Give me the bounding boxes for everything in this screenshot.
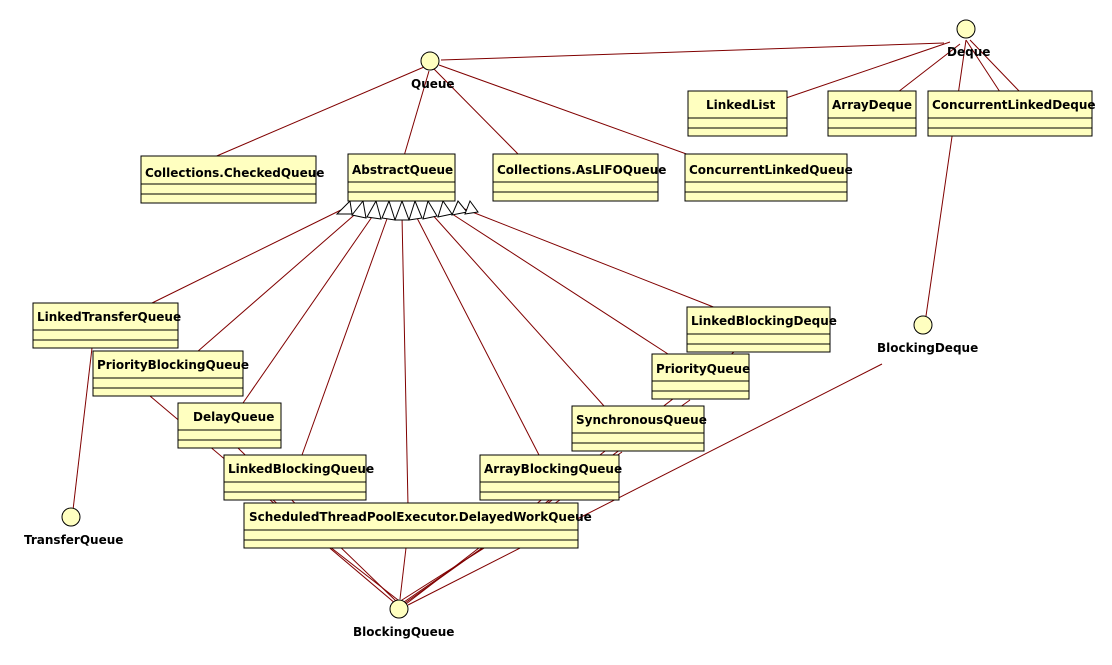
class-linked-transfer-queue[interactable]: LinkedTransferQueue (32, 302, 181, 349)
arrowhead-5 (394, 199, 410, 221)
class-linked-blocking-queue[interactable]: LinkedBlockingQueue (223, 454, 374, 501)
arrowhead-6 (408, 199, 423, 221)
class-array-blocking-queue[interactable]: ArrayBlockingQueue (479, 454, 622, 501)
class-name: LinkedBlockingQueue (228, 462, 374, 476)
class-name: PriorityBlockingQueue (97, 358, 249, 372)
class-name: ArrayDeque (832, 98, 912, 112)
edge-linkedblockingdeque-abstractqueue (461, 207, 717, 309)
class-name: SynchronousQueue (576, 413, 707, 427)
class-collections-checked-queue[interactable]: Collections.CheckedQueue (140, 155, 324, 204)
edge-priorityblockingqueue-abstractqueue (196, 209, 361, 353)
class-name: PriorityQueue (656, 362, 750, 376)
edge-scheduledqueue-blockingqueue (399, 547, 407, 600)
class-name: AbstractQueue (352, 163, 453, 177)
interface-transfer-queue[interactable]: TransferQueue (24, 507, 123, 547)
edge-queue-concurrentlinkedqueue (438, 64, 693, 157)
class-name: LinkedBlockingDeque (691, 314, 837, 328)
class-collections-aslifo-queue[interactable]: Collections.AsLIFOQueue (492, 153, 666, 202)
class-array-deque[interactable]: ArrayDeque (827, 90, 917, 137)
class-concurrent-linked-deque[interactable]: ConcurrentLinkedDeque (927, 90, 1096, 137)
class-priority-blocking-queue[interactable]: PriorityBlockingQueue (92, 350, 249, 397)
interface-deque[interactable]: Deque (947, 19, 990, 59)
arrowhead-10 (464, 199, 479, 215)
class-name: ConcurrentLinkedDeque (932, 98, 1096, 112)
class-abstract-queue[interactable]: AbstractQueue (347, 153, 456, 202)
class-scheduled-delayed-work-queue[interactable]: ScheduledThreadPoolExecutor.DelayedWorkQ… (243, 502, 592, 549)
edge-scheduledqueue-abstractqueue (401, 215, 409, 506)
interface-name: BlockingQueue (353, 625, 454, 639)
interface-name: BlockingDeque (877, 341, 978, 355)
class-linked-blocking-deque[interactable]: LinkedBlockingDeque (686, 306, 837, 353)
edge-deque-concurrentlinkeddeque-2 (969, 39, 1021, 93)
interface-name: Queue (411, 77, 455, 91)
class-name: ScheduledThreadPoolExecutor.DelayedWorkQ… (249, 510, 592, 524)
edge-priorityqueue-abstractqueue (445, 209, 669, 355)
interface-queue[interactable]: Queue (411, 51, 455, 91)
edge-deque-blockingdeque (925, 39, 967, 317)
class-name: Collections.AsLIFOQueue (497, 163, 666, 177)
class-name: Collections.CheckedQueue (145, 166, 324, 180)
interface-blocking-deque[interactable]: BlockingDeque (877, 315, 978, 355)
class-name: DelayQueue (193, 410, 274, 424)
arrowhead-7 (422, 199, 438, 220)
class-synchronous-queue[interactable]: SynchronousQueue (571, 405, 707, 452)
interface-blocking-queue[interactable]: BlockingQueue (353, 599, 454, 639)
edge-queue-abstractqueue (403, 70, 430, 157)
arrowhead-1 (335, 199, 353, 215)
edge-synchronousqueue-abstractqueue (429, 211, 605, 407)
arrowhead-3 (366, 199, 382, 220)
arrowhead-8 (437, 199, 453, 218)
class-priority-queue[interactable]: PriorityQueue (651, 353, 750, 400)
interface-name: Deque (947, 45, 990, 59)
class-delay-queue[interactable]: DelayQueue (177, 402, 282, 449)
edge-deque-arraydeque (897, 43, 961, 93)
interface-name: TransferQueue (24, 533, 123, 547)
edge-queue-deque (440, 42, 945, 61)
class-concurrent-linked-queue[interactable]: ConcurrentLinkedQueue (684, 153, 853, 202)
class-name: LinkedTransferQueue (37, 310, 181, 324)
arrowhead-9 (451, 200, 468, 216)
edge-blockingdeque-blockingqueue (407, 363, 883, 606)
arrowhead-2 (351, 199, 367, 219)
edge-linkedtransferqueue-abstractqueue (149, 207, 346, 305)
generalization-arrowheads (335, 199, 479, 221)
edge-deque-concurrentlinkeddeque (965, 39, 1001, 93)
edge-linkedtransferqueue-transferqueue (72, 347, 93, 511)
class-linked-list[interactable]: LinkedList (687, 90, 788, 137)
edge-delayqueue-abstractqueue (242, 213, 375, 404)
edge-queue-aslifoqueue (433, 68, 521, 157)
edge-queue-checkedqueue (211, 66, 425, 159)
edge-deque-linkedlist (785, 41, 951, 99)
class-name: ConcurrentLinkedQueue (689, 163, 853, 177)
arrowhead-4 (381, 199, 396, 221)
class-name: LinkedList (706, 98, 776, 112)
class-name: ArrayBlockingQueue (484, 462, 622, 476)
edge-linkedblockingqueue-abstractqueue (301, 215, 389, 456)
edge-arrayblockingqueue-abstractqueue (415, 215, 540, 456)
